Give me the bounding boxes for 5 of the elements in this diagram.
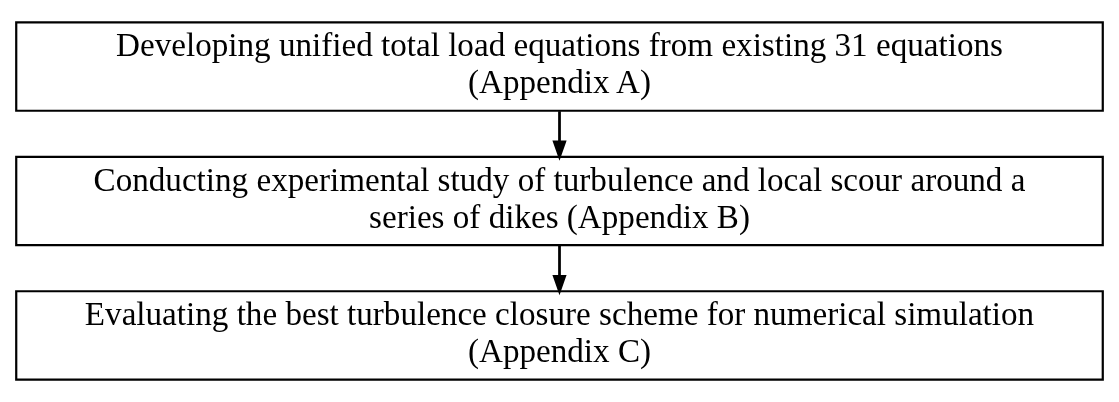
node-box: Evaluating the best turbulence closure scheme for numerical simulation (Appendix C) <box>15 290 1104 381</box>
node-box: Conducting experimental study of turbulence and local scour around a series of dikes (Appendix B) <box>15 155 1104 247</box>
arrow <box>552 111 567 161</box>
node-box: Developing unified total load equations from existing 31 equations (Appendix A) <box>15 21 1104 112</box>
arrow <box>552 245 567 296</box>
